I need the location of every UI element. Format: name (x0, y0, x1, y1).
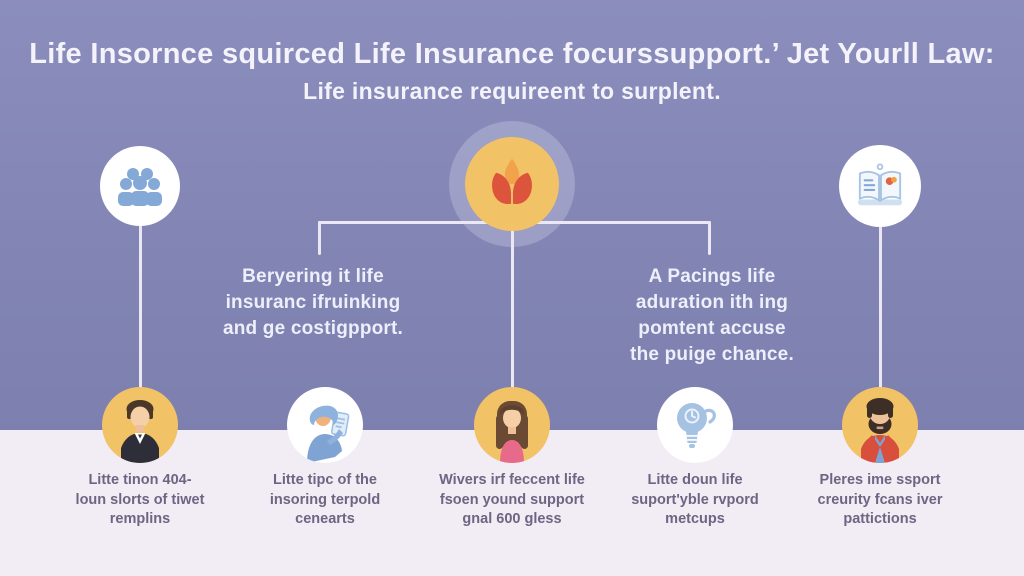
label-line: cenearts (295, 511, 355, 527)
bottom-label-5: Pleres ime ssport creurity fcans iver pa… (780, 471, 980, 530)
bottom-label-3: Wivers irf feccent life fsoen yound supp… (412, 471, 612, 530)
note-line: A Pacings life (648, 266, 776, 287)
bottom-node-5 (842, 387, 918, 463)
top-node-education (839, 145, 921, 227)
label-line: gnal 600 gless (462, 511, 562, 527)
connector-line (878, 225, 882, 390)
label-line: metcups (665, 511, 725, 527)
note-line: and ge costigpport. (222, 318, 404, 339)
label-line: Litte tipc of the (273, 472, 377, 488)
connector-line (708, 221, 711, 255)
woman-avatar (474, 387, 550, 463)
branch-note-left: Beryering it life insuranc ifruinking an… (193, 264, 433, 342)
note-line: pomtent accuse (638, 318, 786, 339)
bottom-node-2 (287, 387, 363, 463)
connector-line (318, 221, 321, 255)
label-line: Litte doun life (647, 472, 743, 488)
bottom-node-4 (657, 387, 733, 463)
bottom-node-3 (474, 387, 550, 463)
bottom-node-1 (102, 387, 178, 463)
label-line: Pleres ime ssport (819, 472, 941, 488)
bottom-label-2: Litte tipc of the insoring terpold cenea… (225, 471, 425, 530)
lotus-flower-icon (482, 154, 542, 214)
bottom-label-4: Litte doun life suport'yble rvpord metcu… (595, 471, 795, 530)
top-node-audience (100, 146, 180, 226)
note-line: insuranc ifruinking (225, 292, 401, 313)
title-line-2: Life insurance requireent to surplent. (303, 78, 721, 104)
label-line: pattictions (843, 511, 917, 527)
top-node-lotus (465, 137, 559, 231)
support-agent-avatar (287, 387, 363, 463)
connector-line (510, 229, 514, 390)
label-line: loun slorts of tiwet (75, 491, 205, 508)
bearded-man-avatar (842, 387, 918, 463)
label-line: Litte tinon 404- (88, 472, 192, 488)
note-line: Beryering it life (242, 266, 384, 287)
label-line: insoring terpold (269, 491, 381, 508)
people-group-icon (116, 166, 164, 206)
label-line: suport'yble rvpord (631, 491, 759, 508)
label-line: fsoen yound support (439, 491, 585, 508)
label-line: remplins (109, 511, 171, 527)
label-line: Wivers irf feccent life (439, 472, 585, 488)
lightbulb-clock-icon (665, 395, 725, 455)
businessman-avatar (102, 387, 178, 463)
bottom-label-1: Litte tinon 404- loun slorts of tiwet re… (40, 471, 240, 530)
note-line: aduration ith ing (635, 292, 789, 313)
label-line: creurity fcans iver (817, 491, 943, 508)
branch-note-right: A Pacings life aduration ith ing pomtent… (592, 264, 832, 368)
title-line-1: Life Insornce squirced Life Insurance fo… (29, 38, 995, 70)
connector-line (138, 224, 142, 390)
note-line: the puige chance. (630, 344, 794, 365)
open-book-icon (853, 162, 907, 210)
